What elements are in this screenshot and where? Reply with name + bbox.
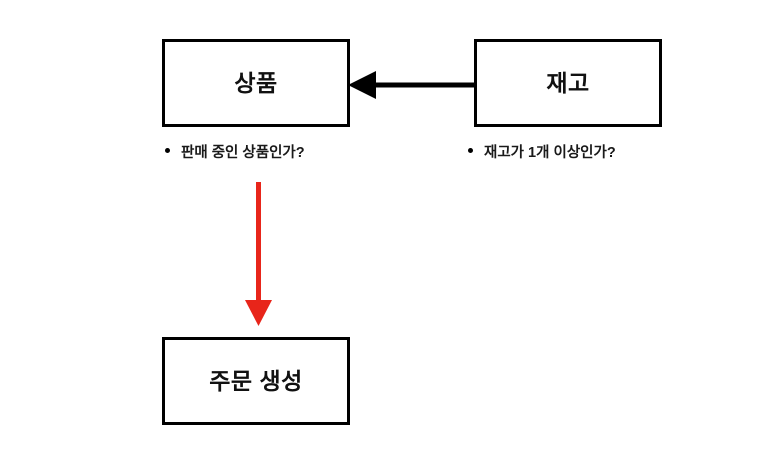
- bullet-icon: [165, 148, 170, 153]
- entity-box-stock[interactable]: 재고: [474, 39, 662, 127]
- entity-label-stock: 재고: [546, 69, 590, 96]
- note-product: 판매 중인 상품인가?: [165, 146, 305, 161]
- entity-box-order[interactable]: 주문 생성: [162, 337, 350, 425]
- note-stock-text: 재고가 1개 이상인가?: [484, 145, 616, 161]
- connector-product-to-order-arrow: [245, 182, 272, 326]
- connector-stock-to-product-arrow: [348, 71, 474, 99]
- entity-label-order: 주문 생성: [209, 367, 303, 394]
- note-stock: 재고가 1개 이상인가?: [468, 146, 616, 161]
- connector-product-to-order-arrowhead: [245, 300, 272, 326]
- entity-box-product[interactable]: 상품: [162, 39, 350, 127]
- note-product-text: 판매 중인 상품인가?: [181, 145, 305, 161]
- connector-stock-to-product-arrowhead: [348, 71, 376, 99]
- entity-label-product: 상품: [234, 69, 278, 96]
- bullet-icon: [468, 148, 473, 153]
